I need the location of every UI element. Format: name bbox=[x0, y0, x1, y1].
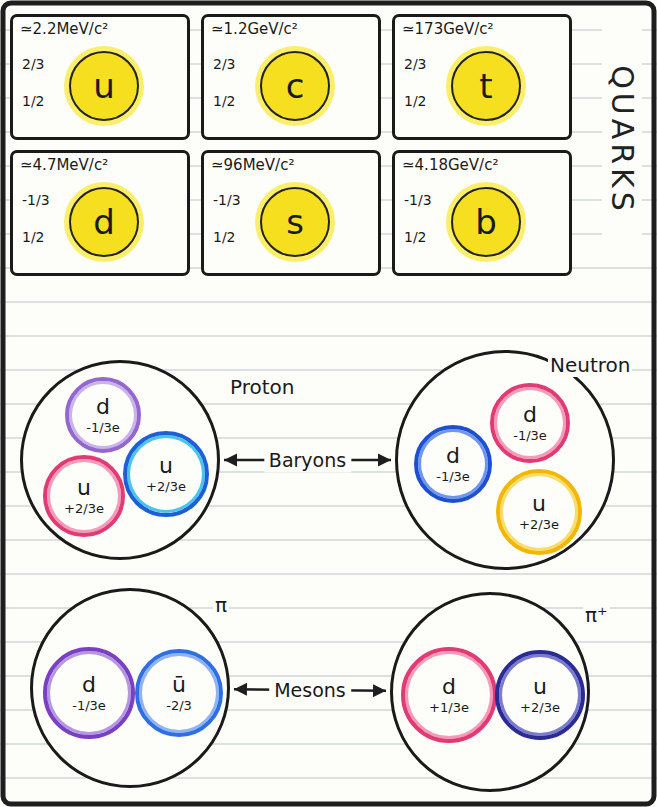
spin-value: 1/2 bbox=[20, 93, 47, 110]
quark-symbol: u bbox=[75, 475, 93, 501]
spin-value: 1/2 bbox=[402, 229, 429, 246]
mass-value: ≃96MeV/c² bbox=[209, 156, 296, 174]
group-label: Baryons bbox=[264, 448, 351, 473]
mass-value: ≃4.7MeV/c² bbox=[18, 156, 110, 174]
mass-value: ≃4.18GeV/c² bbox=[400, 156, 500, 174]
quark-symbol: ū bbox=[170, 672, 188, 698]
quark-symbol: d bbox=[444, 443, 462, 469]
ruled-line bbox=[0, 301, 657, 302]
mass-value: ≃1.2GeV/c² bbox=[209, 20, 300, 38]
arrow-head bbox=[378, 454, 391, 467]
particle-circle: π⁺d+1/3eu+2/3e bbox=[390, 592, 590, 792]
arrow-head bbox=[373, 684, 386, 697]
charge-value: +1/3e bbox=[427, 700, 471, 716]
charge-value: -2/3 bbox=[164, 698, 194, 714]
quark-circle: b bbox=[451, 187, 521, 257]
charge-value: -1/3e bbox=[511, 428, 549, 444]
particle-name: π bbox=[213, 593, 229, 617]
quark-symbol: u bbox=[530, 491, 548, 517]
quark-circle: s bbox=[260, 187, 330, 257]
quark-symbol: d bbox=[521, 402, 539, 428]
spin-value: 1/2 bbox=[211, 229, 238, 246]
charge-value: +2/3e bbox=[518, 700, 562, 716]
page-frame bbox=[3, 3, 654, 804]
constituent-quark: u+2/3e bbox=[123, 431, 209, 517]
group-label: Mesons bbox=[269, 678, 351, 703]
title-text: QUARKS bbox=[602, 18, 642, 262]
constituent-quark: u+2/3e bbox=[495, 650, 585, 740]
quark-circle: d bbox=[69, 187, 139, 257]
quark-symbol: c bbox=[286, 66, 305, 107]
quark-symbol: b bbox=[475, 202, 497, 243]
mass-value: ≃2.2MeV/c² bbox=[18, 20, 110, 38]
quark-card: ≃4.18GeV/c² -1/3 1/2 b bbox=[392, 150, 572, 276]
charge-value: +2/3e bbox=[62, 501, 106, 517]
quark-symbol: s bbox=[286, 202, 304, 243]
arrow-head bbox=[234, 683, 247, 696]
charge-value: 2/3 bbox=[20, 56, 47, 73]
constituent-quark: ū-2/3 bbox=[135, 649, 223, 737]
constituent-quark: d-1/3e bbox=[43, 647, 135, 739]
constituent-quark: d-1/3e bbox=[490, 383, 570, 463]
quark-symbol: d bbox=[93, 202, 115, 243]
particle-name: Proton bbox=[228, 375, 296, 399]
particle-circle: Neutrond-1/3ed-1/3eu+2/3e bbox=[395, 350, 615, 570]
charge-value: -1/3 bbox=[211, 192, 243, 209]
constituent-quark: u+2/3e bbox=[496, 469, 582, 555]
spin-value: 1/2 bbox=[211, 93, 238, 110]
quark-symbol: t bbox=[479, 66, 492, 107]
spin-value: 1/2 bbox=[402, 93, 429, 110]
charge-value: -1/3 bbox=[20, 192, 52, 209]
charge-value: -1/3e bbox=[84, 420, 122, 436]
charge-value: -1/3 bbox=[402, 192, 434, 209]
particle-name: Neutron bbox=[548, 353, 632, 377]
quark-symbol: d bbox=[440, 674, 458, 700]
quark-card: ≃2.2MeV/c² 2/3 1/2 u bbox=[10, 14, 190, 140]
mass-value: ≃173GeV/c² bbox=[400, 20, 496, 38]
quark-symbol: d bbox=[80, 672, 98, 698]
charge-value: 2/3 bbox=[402, 56, 429, 73]
constituent-quark: d-1/3e bbox=[414, 425, 492, 503]
quark-symbol: u bbox=[93, 66, 115, 107]
quark-symbol: u bbox=[157, 453, 175, 479]
ruled-line bbox=[0, 335, 657, 336]
quark-circle: u bbox=[69, 51, 139, 121]
charge-value: +2/3e bbox=[144, 479, 188, 495]
quark-card: ≃96MeV/c² -1/3 1/2 s bbox=[201, 150, 381, 276]
ruled-line bbox=[0, 573, 657, 574]
quark-symbol: u bbox=[531, 674, 549, 700]
particle-circle: πd-1/3eū-2/3 bbox=[30, 588, 230, 788]
charge-value: +2/3e bbox=[517, 517, 561, 533]
charge-value: -1/3e bbox=[70, 698, 108, 714]
constituent-quark: u+2/3e bbox=[43, 455, 125, 537]
quark-card: ≃1.2GeV/c² 2/3 1/2 c bbox=[201, 14, 381, 140]
quark-symbol: d bbox=[94, 394, 112, 420]
quark-circle: t bbox=[451, 51, 521, 121]
particle-name: π⁺ bbox=[583, 603, 610, 627]
spin-value: 1/2 bbox=[20, 229, 47, 246]
arrow-head bbox=[224, 454, 237, 467]
quark-card: ≃173GeV/c² 2/3 1/2 t bbox=[392, 14, 572, 140]
particle-circle: Protond-1/3eu+2/3eu+2/3e bbox=[20, 360, 220, 560]
charge-value: -1/3e bbox=[434, 469, 472, 485]
charge-value: 2/3 bbox=[211, 56, 238, 73]
quark-circle: c bbox=[260, 51, 330, 121]
quark-card: ≃4.7MeV/c² -1/3 1/2 d bbox=[10, 150, 190, 276]
constituent-quark: d+1/3e bbox=[401, 647, 497, 743]
constituent-quark: d-1/3e bbox=[65, 377, 141, 453]
